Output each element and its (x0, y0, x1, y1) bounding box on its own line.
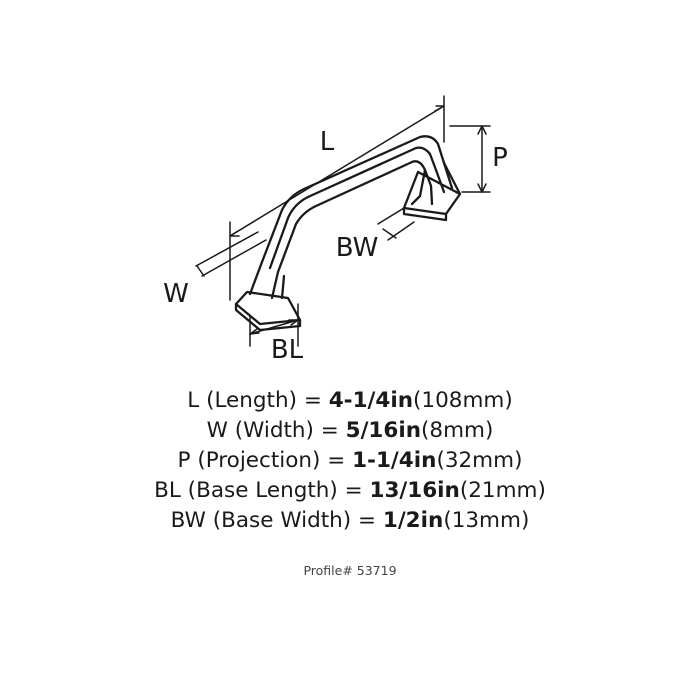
spec-metric: (21mm) (459, 478, 546, 503)
base-length-label: BL (271, 335, 304, 365)
spec-name: (Length) = (199, 388, 329, 413)
spec-base-length: BL (Base Length) = 13/16in(21mm) (0, 476, 700, 506)
spec-width: W (Width) = 5/16in(8mm) (0, 416, 700, 446)
spec-value: 1/2in (382, 508, 444, 533)
length-label: L (320, 127, 335, 157)
spec-name: (Base Length) = (180, 478, 370, 503)
spec-value: 5/16in (345, 418, 422, 443)
spec-value: 13/16in (369, 478, 460, 503)
projection-label: P (492, 143, 508, 173)
spec-name: (Projection) = (190, 448, 353, 473)
spec-value: 4-1/4in (328, 388, 414, 413)
spec-abbr: BL (154, 478, 181, 503)
spec-abbr: L (187, 388, 200, 413)
cabinet-pull-handle (234, 135, 462, 332)
handle-dimension-diagram: L P BW W BL (163, 95, 508, 365)
spec-metric: (13mm) (443, 508, 530, 533)
profile-number: Profile# 53719 (303, 563, 397, 578)
spec-abbr: BW (170, 508, 206, 533)
dimension-spec-list: L (Length) = 4-1/4in(108mm) W (Width) = … (0, 386, 700, 536)
spec-projection: P (Projection) = 1-1/4in(32mm) (0, 446, 700, 476)
spec-name: (Base Width) = (205, 508, 383, 533)
dimension-lines (195, 95, 491, 347)
base-width-label: BW (336, 233, 379, 263)
spec-abbr: P (177, 448, 191, 473)
spec-metric: (108mm) (413, 388, 513, 413)
spec-abbr: W (206, 418, 228, 443)
spec-value: 1-1/4in (352, 448, 437, 473)
spec-name: (Width) = (227, 418, 346, 443)
spec-length: L (Length) = 4-1/4in(108mm) (0, 386, 700, 416)
width-label: W (163, 279, 189, 309)
spec-base-width: BW (Base Width) = 1/2in(13mm) (0, 506, 700, 536)
spec-metric: (32mm) (436, 448, 523, 473)
spec-metric: (8mm) (421, 418, 494, 443)
